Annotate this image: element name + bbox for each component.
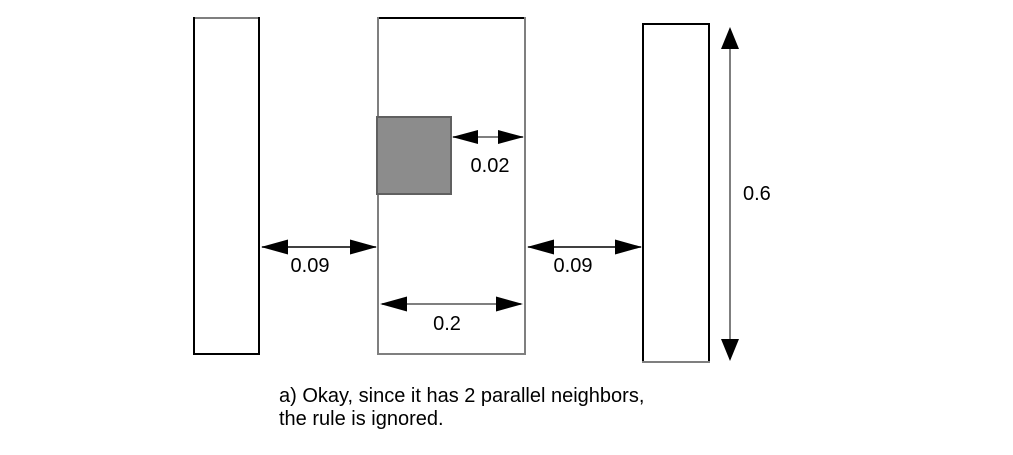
center-width-arrowhead-right	[496, 296, 523, 312]
gap-left-arrowhead-right	[350, 239, 377, 255]
dimension-arrow-gap-right: 0.09	[527, 239, 642, 277]
right-height-arrowhead-top	[721, 27, 739, 49]
gap-left-label: 0.09	[291, 255, 330, 277]
figure-caption: a) Okay, since it has 2 parallel neighbo…	[279, 385, 644, 430]
notch-gap-arrowhead-left	[452, 130, 478, 144]
right-rectangle	[642, 23, 710, 363]
figure-caption-line1: a) Okay, since it has 2 parallel neighbo…	[279, 385, 644, 407]
gap-left-arrowhead-left	[261, 239, 288, 255]
gap-right-arrowhead-left	[527, 239, 554, 255]
right-height-label: 0.6	[743, 183, 771, 205]
notch-gap-label: 0.02	[471, 155, 510, 177]
notch-gap-arrowhead-right	[498, 130, 524, 144]
left-rectangle	[193, 17, 260, 355]
dimension-arrow-gap-left: 0.09	[261, 239, 377, 277]
dimension-arrow-right-height: 0.6	[721, 27, 771, 361]
figure-caption-line2: the rule is ignored.	[279, 408, 444, 430]
gap-right-arrowhead-right	[615, 239, 642, 255]
center-width-label: 0.2	[433, 313, 461, 335]
center-width-arrowhead-left	[380, 296, 407, 312]
dimension-arrow-notch-gap: 0.02	[452, 130, 524, 177]
gap-right-label: 0.09	[554, 255, 593, 277]
right-height-arrowhead-bottom	[721, 339, 739, 361]
notch-square	[376, 116, 452, 195]
dimension-arrow-center-width: 0.2	[380, 296, 523, 335]
left-rectangle-body	[193, 17, 260, 355]
right-rectangle-body	[642, 23, 710, 363]
